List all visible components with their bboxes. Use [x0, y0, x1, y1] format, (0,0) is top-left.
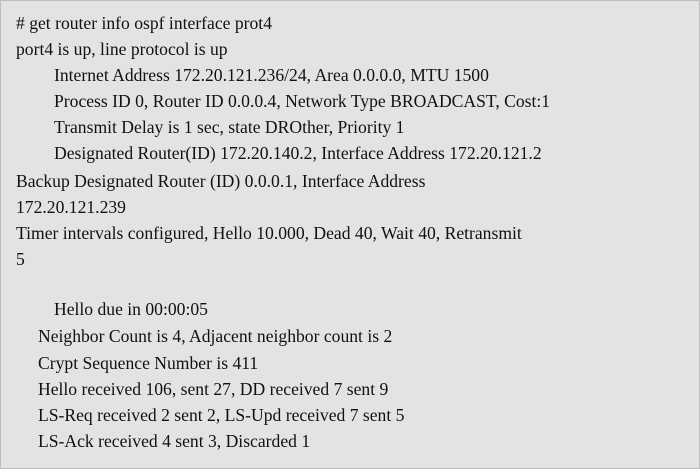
- output-line-internet-address: Internet Address 172.20.121.236/24, Area…: [54, 65, 489, 85]
- output-line-crypt-sequence: Crypt Sequence Number is 411: [38, 353, 259, 373]
- output-line-ls-req: LS-Req received 2 sent 2, LS-Upd receive…: [38, 405, 405, 425]
- output-line-ls-ack: LS-Ack received 4 sent 3, Discarded 1: [38, 431, 311, 451]
- output-line-retransmit-value: 5: [16, 249, 25, 269]
- output-line-interface-status: port4 is up, line protocol is up: [16, 39, 228, 59]
- output-line-timer-intervals: Timer intervals configured, Hello 10.000…: [16, 223, 522, 243]
- output-line-backup-address: 172.20.121.239: [16, 197, 126, 217]
- output-line-hello-received: Hello received 106, sent 27, DD received…: [38, 379, 389, 399]
- output-line-hello-due: Hello due in 00:00:05: [54, 299, 208, 319]
- output-line-process-id: Process ID 0, Router ID 0.0.0.4, Network…: [54, 91, 551, 111]
- output-line-transmit-delay: Transmit Delay is 1 sec, state DROther, …: [54, 117, 405, 137]
- output-line-backup-designated-router: Backup Designated Router (ID) 0.0.0.1, I…: [16, 171, 426, 191]
- command-line: # get router info ospf interface prot4: [16, 13, 272, 33]
- output-line-neighbor-count: Neighbor Count is 4, Adjacent neighbor c…: [38, 326, 393, 346]
- output-line-designated-router: Designated Router(ID) 172.20.140.2, Inte…: [54, 143, 542, 163]
